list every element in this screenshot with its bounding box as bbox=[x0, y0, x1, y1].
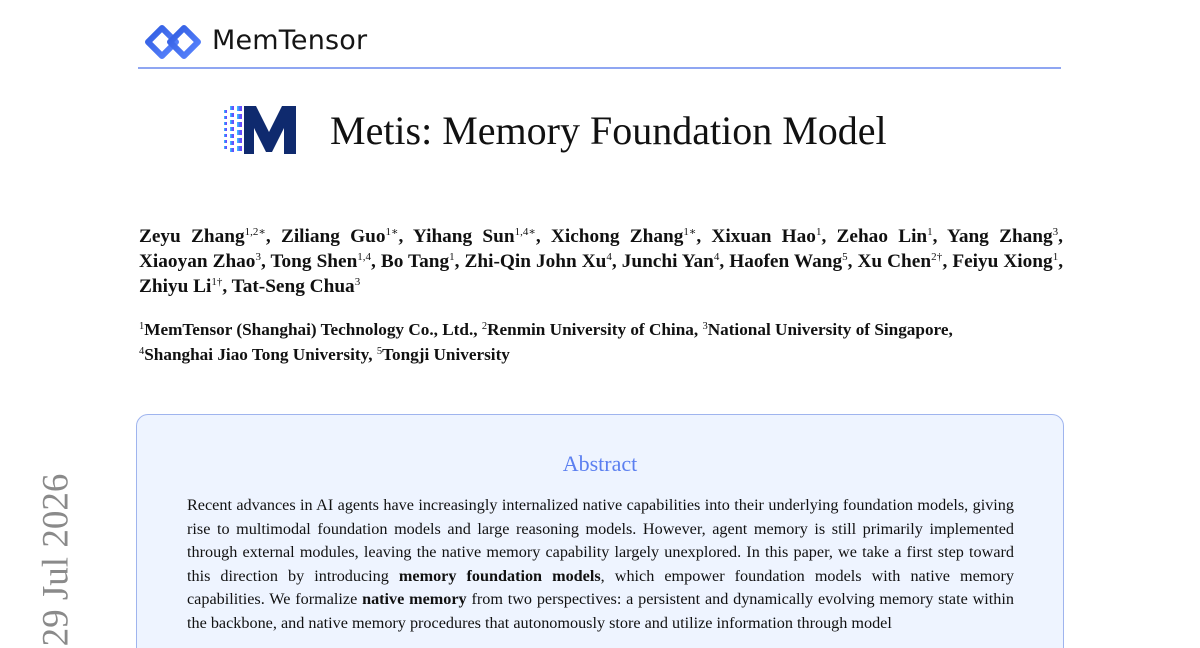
arxiv-date-stamp: 29 Jul 2026 bbox=[35, 473, 77, 647]
author-name: Zehao Lin bbox=[836, 226, 928, 247]
author-name: Zeyu Zhang bbox=[139, 226, 245, 247]
affiliation-name: Shanghai Jiao Tong University bbox=[144, 345, 369, 364]
author-affiliation-marker: 3 bbox=[255, 251, 261, 263]
abstract-text: Recent advances in AI agents have increa… bbox=[187, 496, 1014, 585]
abstract-text: , which empower foundation models with n… bbox=[187, 566, 1014, 609]
author-affiliation-marker: 1,4 bbox=[357, 251, 372, 263]
author-affiliation-marker: 1,2∗ bbox=[244, 226, 266, 238]
brand-header: MemTensor bbox=[142, 18, 367, 62]
author-name: Haofen Wang bbox=[729, 251, 843, 272]
author-affiliation-marker: 1 bbox=[927, 226, 933, 238]
brand-name: MemTensor bbox=[212, 24, 368, 56]
author-affiliation-marker: 1∗ bbox=[683, 226, 697, 238]
author-affiliation-marker: 1† bbox=[211, 276, 223, 288]
abstract-emphasis: native memory bbox=[362, 590, 467, 609]
author-list: Zeyu Zhang1,2∗, Ziliang Guo1∗, Yihang Su… bbox=[139, 226, 1064, 297]
author-affiliation-marker: 1,4∗ bbox=[514, 226, 536, 238]
header-divider bbox=[138, 67, 1061, 69]
author-affiliation-marker: 3 bbox=[354, 276, 361, 288]
paper-title-row: Metis: Memory Foundation Model bbox=[222, 100, 887, 160]
affiliation-marker: 4 bbox=[139, 346, 145, 357]
author-name: Xiaoyan Zhao bbox=[139, 251, 256, 272]
author-name: Zhiyu Li bbox=[139, 276, 212, 297]
author-name: Feiyu Xiong bbox=[952, 251, 1053, 272]
affiliation-marker: 5 bbox=[376, 346, 383, 357]
affiliation-name: Renmin University of China bbox=[487, 320, 694, 339]
abstract-text: from two perspectives: a persistent and … bbox=[187, 590, 1014, 632]
affiliation-name: Tongji University bbox=[382, 345, 510, 364]
author-affiliation-marker: 1 bbox=[449, 251, 455, 263]
author-affiliation-marker: 1∗ bbox=[385, 226, 399, 238]
author-name: Xu Chen bbox=[857, 251, 932, 272]
author-name: Ziliang Guo bbox=[280, 226, 386, 247]
author-name: Yihang Sun bbox=[412, 226, 515, 247]
author-name: Yang Zhang bbox=[947, 226, 1053, 247]
memtensor-logo-icon bbox=[145, 25, 201, 59]
affiliation-marker: 1 bbox=[139, 321, 145, 332]
affiliation-name: National University of Singapore bbox=[707, 320, 949, 339]
author-name: Tat-Seng Chua bbox=[231, 276, 355, 297]
affiliation-marker: 3 bbox=[702, 321, 708, 332]
author-name: Tong Shen bbox=[270, 251, 358, 272]
abstract-body: Recent advances in AI agents have increa… bbox=[187, 494, 1014, 636]
abstract-emphasis: memory foundation models bbox=[398, 566, 601, 585]
metis-m-logo-icon bbox=[224, 106, 296, 154]
author-affiliation-marker: 2† bbox=[931, 251, 943, 263]
author-affiliation-marker: 3 bbox=[1052, 226, 1059, 238]
author-name: Xichong Zhang bbox=[550, 226, 684, 247]
author-affiliation-marker: 5 bbox=[842, 251, 848, 263]
author-name: Bo Tang bbox=[380, 251, 450, 272]
abstract-title: Abstract bbox=[562, 451, 638, 476]
author-affiliation-marker: 4 bbox=[713, 251, 720, 263]
author-affiliation-marker: 1 bbox=[1052, 251, 1059, 263]
author-name: Junchi Yan bbox=[621, 251, 714, 272]
affiliation-name: MemTensor (Shanghai) Technology Co., Ltd… bbox=[144, 320, 474, 339]
author-affiliation-marker: 1 bbox=[815, 226, 822, 238]
paper-title: Metis: Memory Foundation Model bbox=[330, 107, 887, 153]
author-name: Xixuan Hao bbox=[711, 226, 816, 247]
affiliation-list: 1MemTensor (Shanghai) Technology Co., Lt… bbox=[139, 320, 953, 364]
abstract-box: Abstract Recent advances in AI agents ha… bbox=[136, 414, 1064, 648]
affiliation-marker: 2 bbox=[481, 321, 488, 332]
author-affiliation-marker: 4 bbox=[606, 251, 612, 263]
author-name: Zhi-Qin John Xu bbox=[464, 251, 607, 272]
